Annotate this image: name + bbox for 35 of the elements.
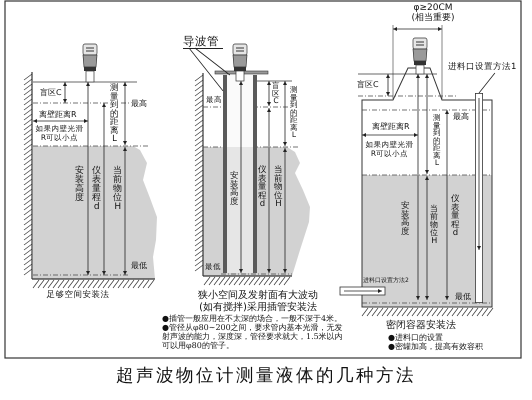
dimension-label: 离壁距离R: [372, 122, 410, 132]
panel-caption: 狭小空间及发射面有大波动(如有搅拌)采用插管安装法: [197, 290, 319, 313]
dimension-label: 仪表量程d: [258, 166, 267, 208]
level-label: 最高: [453, 112, 469, 122]
figure-caption: 超声波物位计测量液体的几种方法: [116, 366, 416, 386]
panel-caption: 密闭容器安装法: [386, 320, 456, 332]
callout-label: 导波管: [183, 35, 223, 49]
dimension-label: 离壁距离R: [39, 110, 77, 120]
dimension-label: 仪表量程d: [92, 167, 102, 212]
guide-pipe: [223, 75, 257, 273]
note-text: (相当重要): [411, 13, 455, 24]
level-label: 最高: [131, 99, 147, 108]
dimension-label: 安装高度: [75, 167, 84, 203]
bullet-note: ●插管一般应用在不太深的场合，一般不深于4米。: [162, 314, 344, 323]
dimension-label: φ≥20CM: [414, 3, 452, 13]
leader-line: [194, 48, 230, 76]
level-label: 最低: [131, 261, 147, 270]
dimension-label: 测量到的距离L: [110, 84, 119, 144]
bullet-note: ●密罐加高，提高有效容积: [388, 342, 483, 351]
dimension-label: 当前物位H: [430, 205, 438, 245]
leader-line: [188, 48, 224, 92]
feed-pipe: [475, 93, 483, 303]
dimension-label: 盲区C: [357, 80, 379, 90]
dimension-label: 当前物位H: [113, 167, 122, 212]
dimension-label: 盲区C: [40, 88, 62, 98]
level-label: 最低: [455, 292, 471, 302]
bullet-note: ●管径从φ80~200之间，要求管内基本光滑，无发射声波的能力，深度深，管径要求就大，1.5米以内可以用φ80的管子。: [162, 323, 344, 350]
dimension-label: 当前物位H: [274, 166, 283, 208]
callout-label: 进料口设置方法1: [448, 62, 515, 73]
panel-caption: 足够空间安装法: [46, 291, 110, 301]
dimension-label: 安装高度: [230, 172, 239, 206]
leader-line: [478, 72, 496, 94]
dimension-label: 安装高度: [401, 202, 410, 236]
dimension-label: 仪表量程d: [451, 195, 460, 238]
bullet-note: ●进料口的设置: [388, 333, 443, 342]
